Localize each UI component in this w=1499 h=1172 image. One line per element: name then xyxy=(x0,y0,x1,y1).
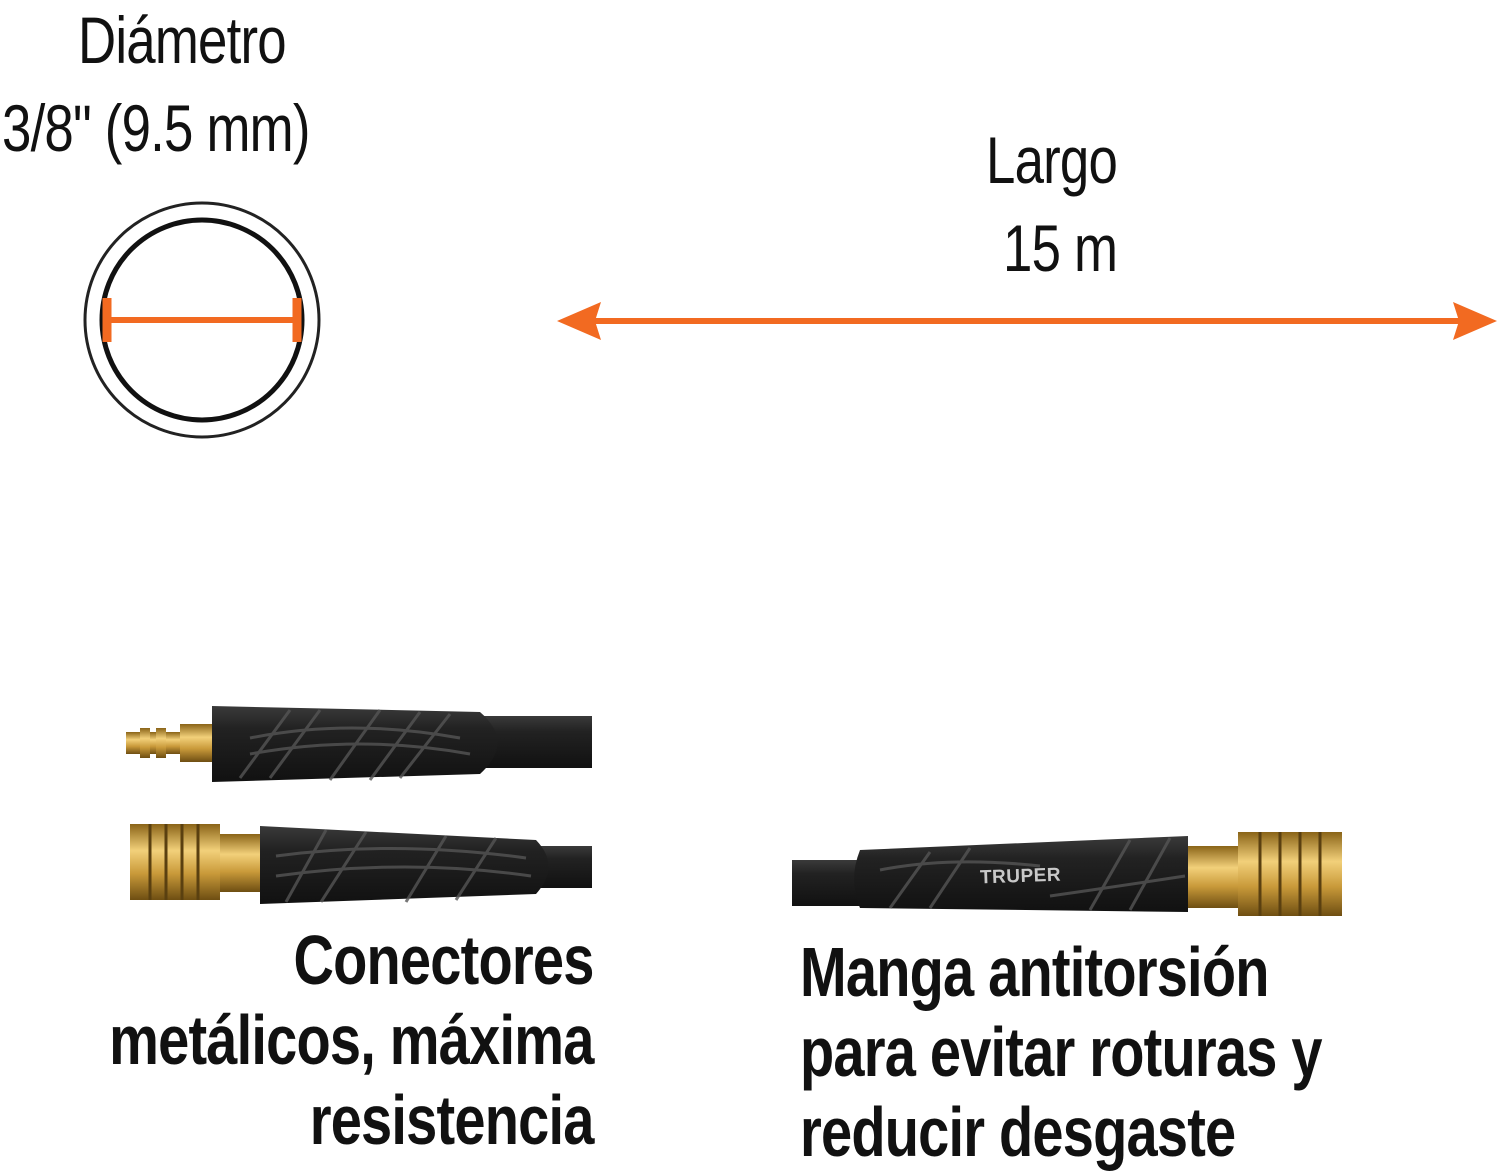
sleeve-caption: Manga antitorsión para evitar roturas y … xyxy=(800,932,1322,1172)
caption-line: resistencia xyxy=(310,1081,595,1159)
length-title: Largo xyxy=(986,123,1118,197)
caption-line: Manga antitorsión xyxy=(800,933,1269,1011)
female-coupler-connector-image xyxy=(130,824,592,904)
brand-logo: TRUPER xyxy=(979,864,1062,889)
anti-kink-sleeve-image xyxy=(792,832,1342,916)
length-value: 15 m xyxy=(1003,211,1118,285)
diameter-value: 3/8" (9.5 mm) xyxy=(2,91,310,165)
diameter-circle-icon xyxy=(83,201,321,439)
male-plug-connector-image xyxy=(126,706,592,782)
connectors-caption: Conectores metálicos, máxima resistencia xyxy=(109,920,595,1160)
caption-line: para evitar roturas y xyxy=(800,1013,1322,1091)
caption-line: metálicos, máxima xyxy=(109,1001,595,1079)
caption-line: reducir desgaste xyxy=(800,1093,1236,1171)
length-arrow-icon xyxy=(557,302,1497,340)
caption-line: Conectores xyxy=(293,921,595,999)
diameter-title: Diámetro xyxy=(78,3,287,77)
